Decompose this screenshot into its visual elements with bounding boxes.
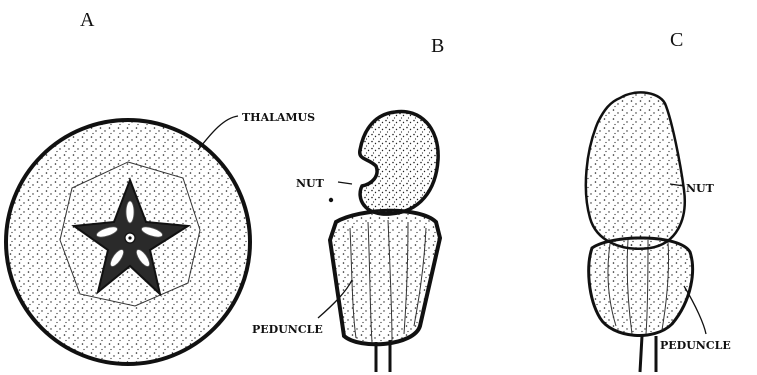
nut-leader-b: [338, 182, 352, 184]
peduncle-c: [589, 238, 693, 336]
panel-b-fruit: NUT PEDUNCLE: [252, 111, 440, 372]
panel-letter-c: C: [670, 29, 683, 51]
label-peduncle-b: PEDUNCLE: [252, 323, 323, 336]
label-nut-c: NUT: [686, 182, 715, 195]
panel-letter-a: A: [80, 9, 95, 31]
panel-c-fruit: NUT PEDUNCLE: [586, 92, 731, 372]
panel-letter-b: B: [431, 35, 444, 57]
label-peduncle-c: PEDUNCLE: [660, 339, 731, 352]
nut-b: [360, 111, 438, 214]
label-thalamus: THALAMUS: [242, 111, 315, 124]
dot-marker: [329, 198, 333, 202]
label-nut-b: NUT: [296, 177, 325, 190]
nut-c: [586, 92, 685, 248]
stalk-c: [640, 336, 656, 372]
peduncle-b: [330, 211, 440, 345]
